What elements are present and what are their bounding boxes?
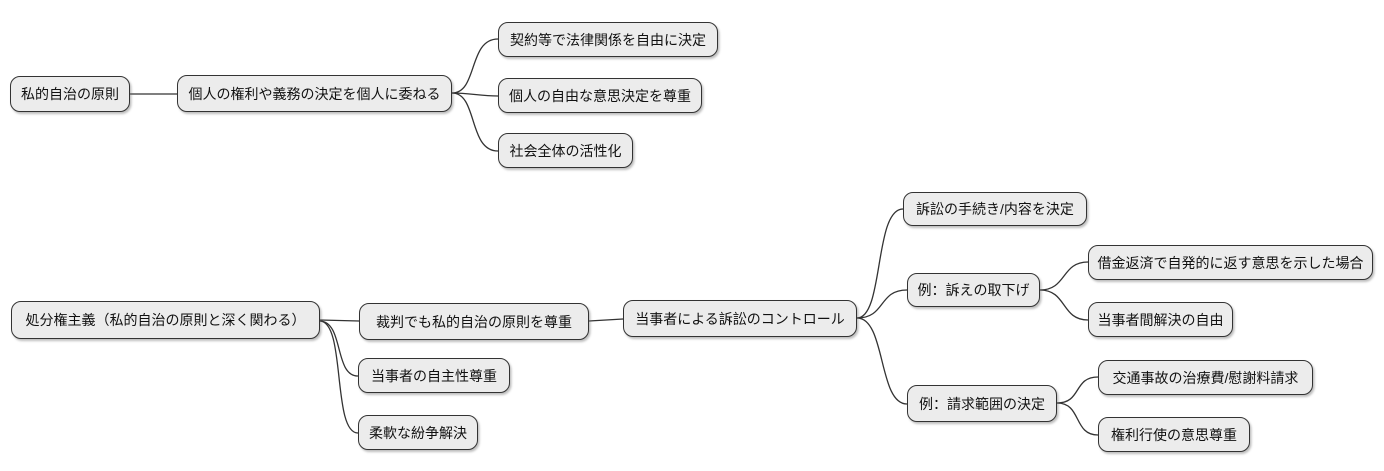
node-flexible-dispute-resolution: 柔軟な紛争解決: [358, 415, 478, 450]
edge-control-to-claimscope: [856, 317, 908, 405]
node-label: 処分権主義（私的自治の原則と深く関わる）: [25, 312, 306, 328]
node-free-contract-legal-relations: 契約等で法律関係を自由に決定: [498, 22, 718, 57]
node-label: 例：訴えの取下げ: [917, 282, 1030, 298]
edge-claimscope-to-rights: [1056, 402, 1099, 436]
node-label: 当事者の自主性尊重: [371, 367, 497, 384]
node-label: 柔軟な紛争解決: [369, 424, 467, 441]
edge-disposition-to-flexible: [319, 320, 359, 434]
node-label: 私的自治の原則: [21, 86, 119, 102]
node-respect-free-will: 個人の自由な意思決定を尊重: [498, 78, 702, 113]
node-label: 当事者による訴訟のコントロール: [635, 310, 845, 327]
node-label: 権利行使の意思尊重: [1111, 426, 1237, 443]
node-society-vitalization: 社会全体の活性化: [498, 133, 633, 168]
node-court-respects-private-autonomy: 裁判でも私的自治の原則を尊重: [359, 303, 589, 340]
edge-claimscope-to-traffic: [1056, 376, 1099, 404]
node-label: 当事者間解決の自由: [1097, 311, 1224, 328]
edge-disposition-to-court: [319, 319, 360, 322]
edge-control-to-withdrawal: [856, 289, 908, 319]
node-respect-party-autonomy: 当事者の自主性尊重: [358, 358, 510, 393]
node-example-claim-scope-decision: 例：請求範囲の決定: [907, 385, 1057, 422]
node-freedom-of-party-settlement: 当事者間解決の自由: [1088, 302, 1233, 337]
node-debt-repayment-voluntary-intent-case: 借金返済で自発的に返す意思を示した場合: [1088, 245, 1373, 280]
node-party-control-of-litigation: 当事者による訴訟のコントロール: [623, 300, 857, 337]
edge-mid-to-contract: [451, 38, 499, 94]
node-label: 個人の自由な意思決定を尊重: [509, 87, 691, 104]
node-traffic-accident-medical-compensation-claims: 交通事故の治療費/慰謝料請求: [1098, 360, 1313, 395]
node-example-withdrawal-of-suit: 例：訴えの取下げ: [907, 273, 1040, 307]
edge-withdrawal-to-settlement: [1039, 289, 1089, 321]
node-label: 社会全体の活性化: [509, 142, 622, 159]
edge-withdrawal-to-debt: [1039, 261, 1089, 291]
node-delegate-decisions-to-individual: 個人の権利や義務の決定を個人に委ねる: [177, 75, 452, 112]
edge-court-to-control: [588, 318, 624, 322]
node-label: 例：請求範囲の決定: [919, 395, 1045, 412]
edge-mid-to-society: [451, 92, 499, 152]
edge-disposition-to-autonomy: [319, 320, 359, 377]
node-disposition-principle: 処分権主義（私的自治の原則と深く関わる）: [11, 301, 320, 339]
edge-control-to-procedure: [856, 208, 904, 319]
node-label: 訴訟の手続き/内容を決定: [916, 201, 1074, 217]
node-label: 借金返済で自発的に返す意思を示した場合: [1097, 254, 1364, 271]
node-label: 個人の権利や義務の決定を個人に委ねる: [188, 85, 441, 102]
node-respect-intent-to-exercise-rights: 権利行使の意思尊重: [1098, 417, 1250, 452]
node-label: 交通事故の治療費/慰謝料請求: [1112, 369, 1299, 386]
node-label: 裁判でも私的自治の原則を尊重: [376, 313, 572, 330]
node-decide-procedure-content: 訴訟の手続き/内容を決定: [903, 192, 1087, 226]
node-label: 契約等で法律関係を自由に決定: [510, 31, 706, 48]
node-private-autonomy-principle: 私的自治の原則: [10, 76, 130, 112]
